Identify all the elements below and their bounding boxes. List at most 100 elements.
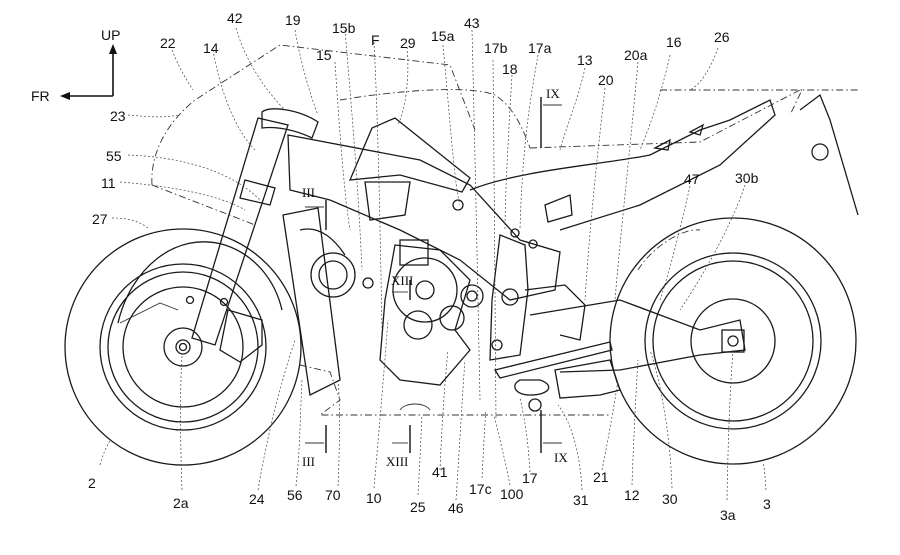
section-label-IX-upper: IX	[546, 86, 560, 101]
front-axle	[178, 342, 188, 352]
rear-wheel	[609, 217, 857, 465]
ref-label-55: 55	[106, 148, 122, 164]
leader-3a	[726, 349, 734, 501]
air-cleaner-box	[348, 117, 471, 193]
front-arrow-icon	[60, 92, 70, 100]
ref-label-56: 56	[287, 487, 303, 503]
rear-sprocket	[690, 298, 776, 384]
ref-label-46: 46	[448, 500, 464, 516]
leader-56	[295, 379, 303, 487]
front-cowl-outline	[151, 44, 476, 186]
ref-label-10: 10	[366, 490, 382, 506]
leader-16	[639, 54, 671, 151]
front-rim-outer	[99, 263, 267, 431]
ref-label-14: 14	[203, 40, 219, 56]
main-frame	[287, 99, 776, 301]
leader-46	[455, 359, 466, 501]
front-label: FR	[31, 88, 50, 104]
leader-21	[601, 379, 619, 471]
leader-100	[493, 414, 511, 486]
leader-47	[659, 185, 691, 301]
leader-12	[631, 359, 639, 486]
oil-pan-bump	[399, 403, 431, 411]
rear-tire-outer	[609, 217, 857, 465]
ref-label-13: 13	[577, 52, 593, 68]
rear-fender-hugger	[637, 229, 701, 271]
leader-15b	[344, 29, 363, 271]
fuel-tank-cover-outline	[339, 89, 531, 149]
ref-label-20: 20	[598, 72, 614, 88]
reference-labels: 42 19 15b F 29 15a 43 17b 17a 13 20a 16 …	[88, 10, 771, 523]
section-label-IX-lower: IX	[554, 450, 568, 465]
rear-rim-inner	[652, 260, 814, 422]
rear-cowl-outline	[660, 89, 803, 116]
leader-17b	[492, 59, 497, 421]
ref-label-19: 19	[285, 12, 301, 28]
leader-2a	[180, 354, 183, 491]
ref-label-2a: 2a	[173, 495, 189, 511]
frame-window	[364, 181, 411, 221]
ref-label-100: 100	[500, 486, 524, 502]
ref-label-31: 31	[573, 492, 589, 508]
engine	[362, 239, 484, 386]
under-cowl-outline	[299, 364, 610, 416]
leader-70	[337, 379, 340, 487]
leader-24	[257, 339, 296, 491]
clutch-cover	[392, 257, 458, 323]
rear-subframe	[469, 99, 776, 231]
clutch-cover-center	[415, 280, 435, 300]
leader-17a	[519, 54, 539, 231]
caliper-bolt	[219, 297, 229, 307]
front-fork	[185, 108, 319, 363]
leader-14	[212, 49, 256, 151]
ref-label-70: 70	[325, 487, 341, 503]
leader-17c	[481, 409, 487, 479]
leader-30b	[679, 184, 746, 311]
leader-2	[99, 439, 111, 466]
subframe-slot-1	[652, 138, 671, 151]
leader-15a	[442, 44, 461, 206]
section-mark-III-lower: III	[302, 425, 327, 469]
ref-label-41: 41	[432, 464, 448, 480]
leader-17	[519, 397, 531, 473]
ref-label-17: 17	[522, 470, 538, 486]
drive-sprocket	[460, 284, 484, 308]
leader-22	[171, 49, 194, 91]
ref-label-17b: 17b	[484, 40, 508, 56]
tail-light	[811, 143, 829, 161]
section-label-XIII-lower: XIII	[386, 454, 408, 469]
swingarm	[529, 299, 746, 373]
swingarm-pivot	[501, 288, 519, 306]
front-brake-caliper	[219, 309, 263, 363]
ref-label-30: 30	[662, 491, 678, 507]
ref-label-17c: 17c	[469, 481, 492, 497]
drive-sprocket-hub	[466, 290, 478, 302]
ref-label-22: 22	[160, 35, 176, 51]
fork-tube	[191, 117, 289, 346]
leader-27	[111, 217, 149, 229]
direction-indicator: UP FR	[31, 27, 120, 104]
chain-adjuster	[721, 329, 745, 353]
ref-label-43: 43	[464, 15, 480, 31]
section-label-III-lower: III	[302, 454, 315, 469]
ref-label-30b: 30b	[735, 170, 759, 186]
section-mark-IX-upper: IX	[540, 86, 562, 148]
leader-41	[439, 349, 449, 471]
radiator-hose	[299, 228, 346, 256]
ref-label-18: 18	[502, 61, 518, 77]
exhaust-chamber	[514, 379, 550, 396]
front-axle-nut	[175, 339, 191, 355]
rear-axle	[727, 335, 739, 347]
frame-pivot-bolt-2	[510, 228, 520, 238]
leader-3	[762, 461, 767, 491]
rear-set-bracket	[524, 284, 586, 341]
exhaust-bolt	[528, 398, 542, 412]
leader-26	[689, 47, 719, 91]
frame-pivot-bolt-3	[528, 239, 538, 249]
cowl-lower-edge	[151, 184, 256, 226]
ref-label-42: 42	[227, 10, 243, 26]
leader-55	[127, 154, 261, 201]
leader-lines	[99, 27, 767, 501]
ref-label-2: 2	[88, 475, 96, 491]
